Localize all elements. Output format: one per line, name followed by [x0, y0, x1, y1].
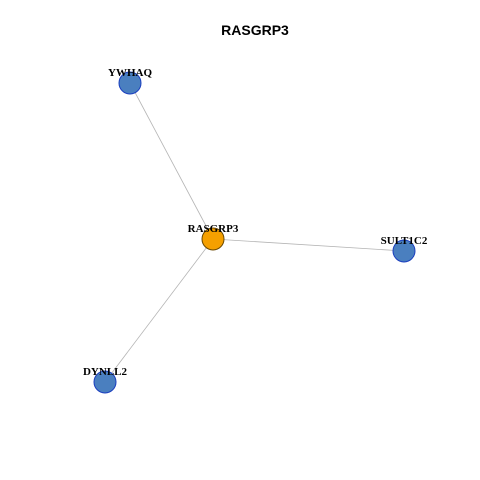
- node-label-sult1c2: SULT1C2: [381, 235, 428, 247]
- edge-rasgrp3-sult1c2: [212, 238, 405, 252]
- node-ywhaq: [118, 71, 142, 95]
- nodes-layer: [93, 71, 416, 394]
- edge-rasgrp3-dynll2: [104, 238, 214, 383]
- node-dynll2: [93, 370, 117, 394]
- edges-layer: [104, 82, 405, 383]
- diagram-title: RASGRP3: [221, 22, 289, 38]
- edge-rasgrp3-ywhaq: [129, 82, 214, 240]
- node-label-dynll2: DYNLL2: [83, 366, 128, 378]
- node-rasgrp3: [201, 227, 225, 251]
- node-label-ywhaq: YWHAQ: [108, 67, 152, 79]
- node-label-rasgrp3: RASGRP3: [188, 223, 239, 235]
- node-sult1c2: [392, 239, 416, 263]
